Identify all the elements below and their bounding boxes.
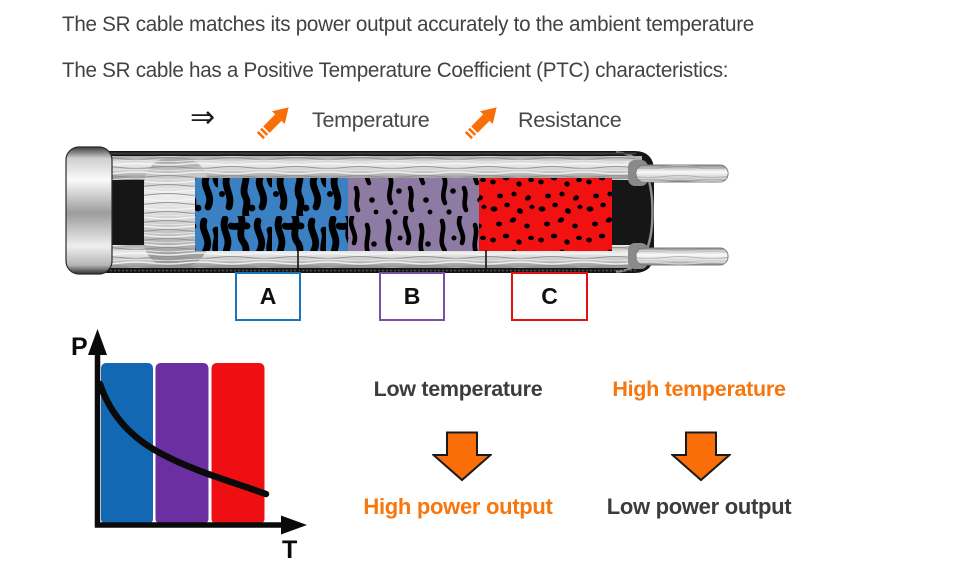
headline-2: The SR cable has a Positive Temperature … [62,58,729,82]
headline-1: The SR cable matches its power output ac… [62,12,754,36]
resistance-up-arrow-icon [464,107,497,140]
graph-band-c [211,363,265,524]
low-power-output-label: Low power output [606,494,792,519]
temperature-label: Temperature [312,108,430,132]
implies-arrow-icon: ⇒ [190,101,216,134]
graph-band-b [155,363,209,524]
sr-cable-cutaway-illustration [65,146,729,275]
section-box-c: C [511,272,588,321]
power-vs-temperature-graph: P T [71,329,307,562]
graph-curve [96,380,270,498]
cable-core-matrix [195,178,612,251]
section-label-c: C [541,283,558,309]
down-arrow-icon-left [432,431,492,482]
x-axis-label: T [282,536,297,562]
section-label-a: A [259,283,277,309]
section-box-a: A [235,272,301,321]
section-box-b: B [379,272,445,321]
low-temperature-label: Low temperature [373,377,543,401]
graph-axes [88,329,307,535]
cable-end-cap [65,146,113,275]
section-label-b: B [403,283,421,309]
down-arrow-icon-right [671,431,731,482]
high-temperature-label: High temperature [612,377,786,401]
resistance-label: Resistance [518,108,622,132]
bus-wires [628,160,729,269]
graph-band-a [101,363,153,524]
high-power-output-label: High power output [363,494,553,519]
temperature-up-arrow-icon [256,107,289,140]
y-axis-label: P [71,333,88,361]
